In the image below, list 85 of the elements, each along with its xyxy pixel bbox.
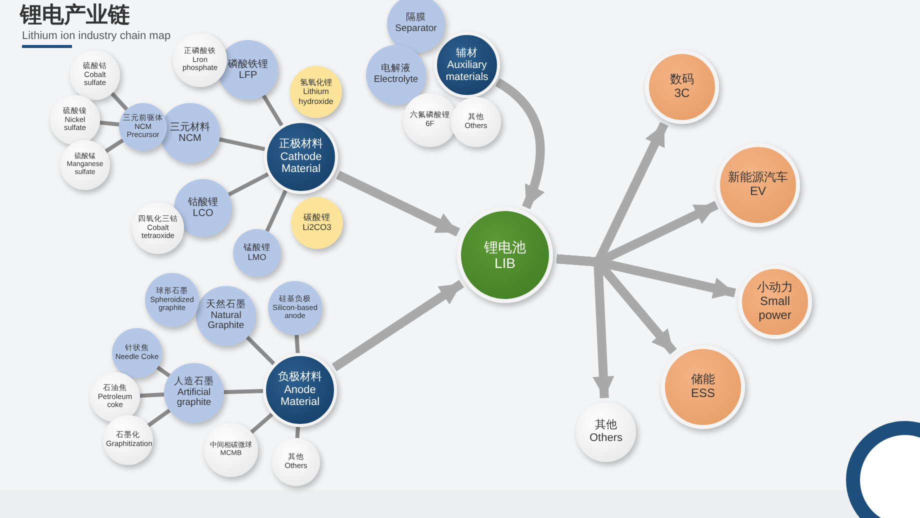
english-label: ESS [690,387,715,401]
connector-line [147,408,171,428]
connector-line [110,92,128,111]
arrow [336,170,460,237]
category-circle [164,363,224,423]
english-label: Li2CO3 [302,223,332,233]
source-circle [132,202,184,254]
chinese-label: 磷酸铁锂 [228,58,268,70]
english-label: Anode Material [279,384,321,409]
source-circle [451,97,501,147]
material-circle [264,120,338,194]
chinese-label: 人造石墨 [174,376,214,388]
english-label: 3C [674,87,690,101]
english-label: Separator [395,24,437,35]
source-circle [272,438,320,486]
english-label: Others [589,432,622,445]
category-circle [387,0,445,53]
english-label: Electrolyte [374,75,418,86]
category-circle [119,103,167,151]
arrow [495,78,545,210]
english-label: LMO [248,253,266,263]
english-label: NCM [178,133,202,144]
lithium-salt-circle [291,197,343,249]
chinese-label: 新能源汽车 [728,171,788,185]
category-circle [268,281,322,335]
chinese-label: 氢氧化锂 [300,78,332,88]
english-label: Lithium hydroxide [298,87,334,106]
connector-line [294,334,300,354]
connector-line [250,412,274,434]
category-circle [112,328,162,378]
material-circle [434,32,500,98]
english-label: LIB [494,255,516,272]
connector-line [295,426,300,438]
chinese-label: 电解液 [381,64,411,75]
category-circle [196,286,256,346]
connector-line [156,366,171,378]
chinese-label: 天然石墨 [206,300,246,311]
connector-line [246,336,276,366]
english-label: LCO [192,208,214,220]
chinese-label: 正极材料 [279,138,323,151]
connector-line [224,389,264,394]
english-label: Auxiliary materials [444,58,490,84]
chinese-label: 钴酸锂 [188,196,218,208]
arrow [556,254,614,398]
chinese-label: 小动力 [757,281,793,296]
source-circle [403,93,457,147]
source-circle [50,95,100,145]
lithium-salt-circle [290,66,342,118]
connector-line [140,392,164,398]
source-circle [70,50,120,100]
chinese-label: 储能 [691,373,715,387]
title: 锂电产业链 [20,1,130,29]
subtitle: Lithium ion industry chain map [22,30,171,42]
source-circle [60,140,110,190]
chinese-label: 碳酸锂 [304,213,330,223]
category-circle [366,45,426,105]
chinese-label: 负极材料 [278,371,322,384]
material-circle [263,353,337,427]
source-circle [103,415,153,465]
source-circle [173,33,227,87]
connector-line [104,138,124,153]
connector-line [228,172,270,196]
chinese-label: 数码 [670,73,694,87]
chinese-label: 其他 [595,419,617,432]
english-label: Natural Graphite [206,310,246,332]
source-circle [90,372,140,422]
category-circle [218,40,278,100]
source-circle [576,402,636,462]
english-label: LFP [238,70,258,82]
english-label: Cathode Material [279,150,323,176]
chinese-label: 三元材料 [170,122,210,133]
connector-line [100,120,120,127]
chinese-label: 辅材 [456,46,478,59]
chinese-label: 隔膜 [406,13,426,24]
chinese-label: 锂电池 [484,238,526,255]
english-label: Artificial graphite [176,388,212,410]
connector-line [265,190,288,232]
category-circle [145,273,199,327]
english-label: EV [750,185,766,199]
chinese-label: 锰酸锂 [244,243,270,253]
connector-line [262,94,284,126]
source-circle [204,423,258,477]
category-circle [233,229,281,277]
english-label: Small power [758,295,792,323]
connector-line [218,137,266,152]
